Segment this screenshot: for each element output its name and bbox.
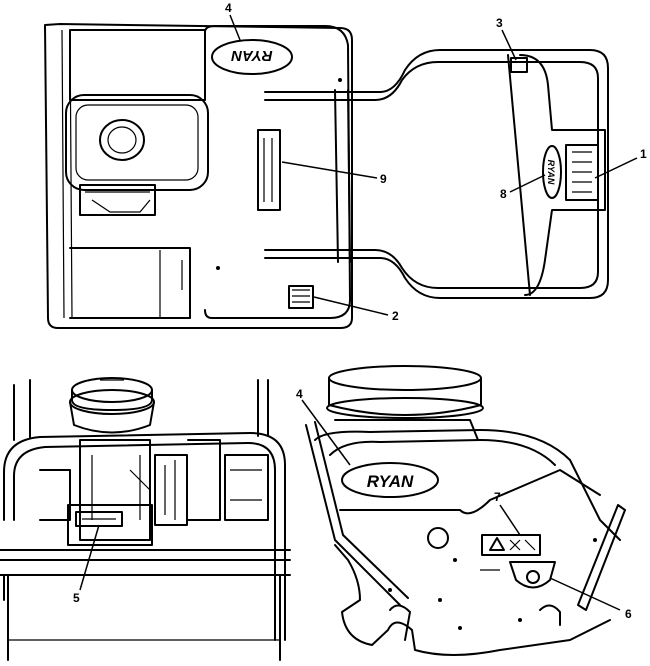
callout-2: 2 [392,309,399,323]
callout-7: 7 [494,490,501,504]
callout-4-top: 4 [225,1,232,15]
callout-9: 9 [380,172,387,186]
callout-5: 5 [73,591,80,605]
rear-view: 5 [0,377,291,661]
top-view-callouts: 4 3 1 8 9 2 [225,1,647,323]
top-view: RYAN RYAN [44,23,609,329]
callout-3: 3 [496,16,503,30]
callout-6: 6 [625,607,632,621]
callout-8: 8 [500,187,507,201]
handle-ryan-logo: RYAN [546,160,556,185]
side-view-ryan-logo: RYAN [367,472,414,491]
callout-1: 1 [640,147,647,161]
side-view: RYAN 4 7 6 [296,365,632,656]
top-view-ryan-logo: RYAN [230,47,272,64]
callout-4-side: 4 [296,387,303,401]
